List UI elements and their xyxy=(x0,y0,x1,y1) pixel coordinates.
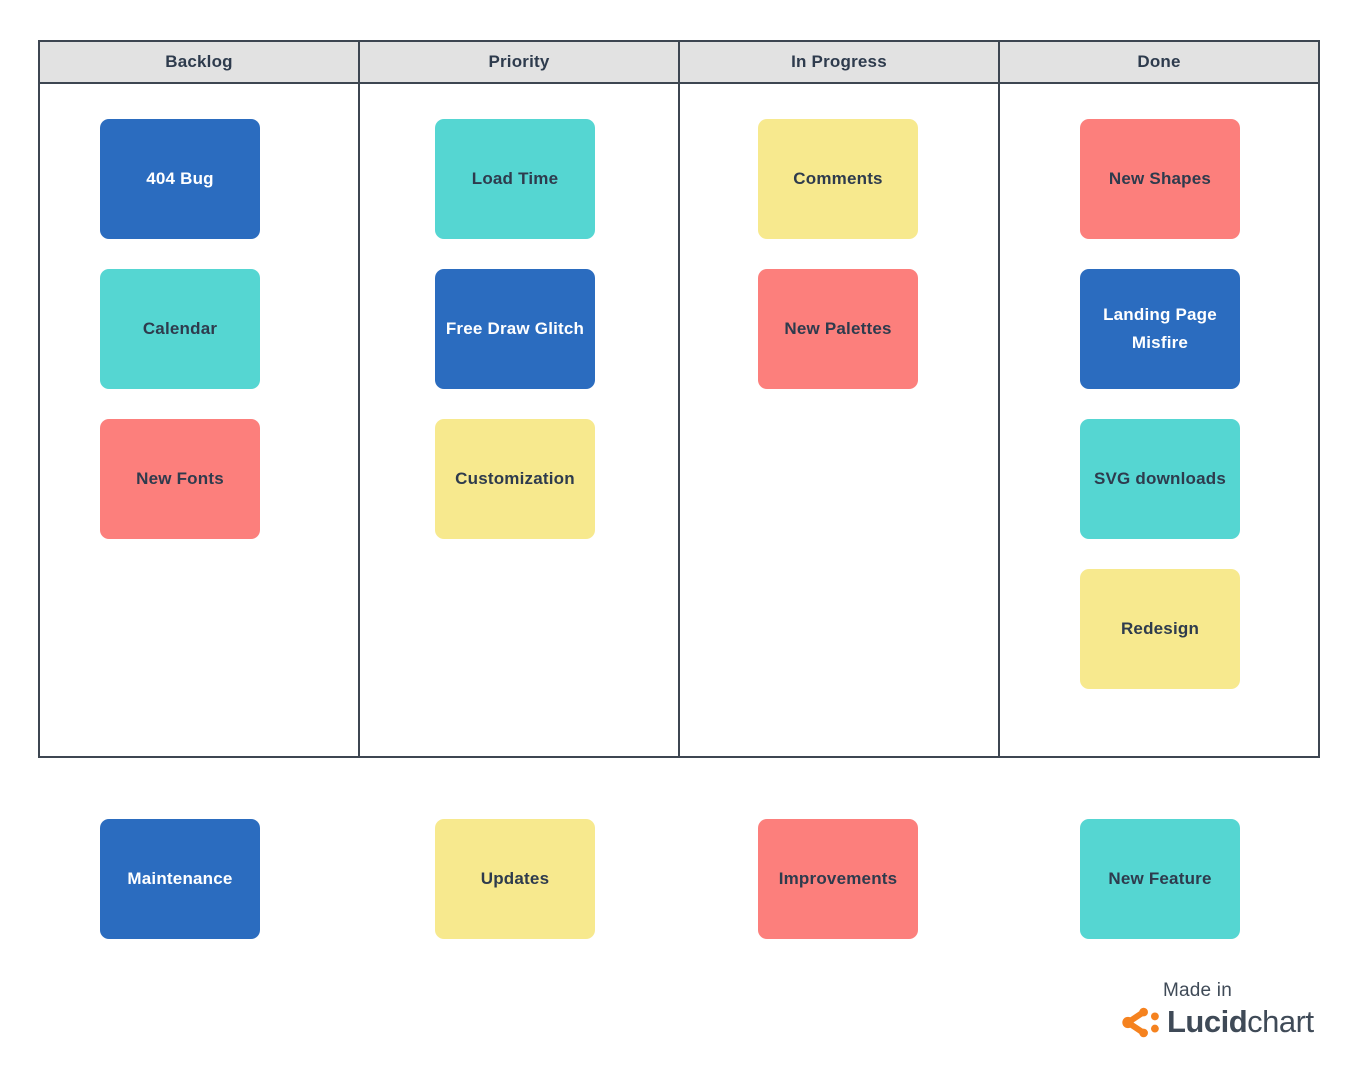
brand-bold-part: Lucid xyxy=(1167,1004,1248,1039)
column-header-priority: Priority xyxy=(358,42,678,82)
card-label: Redesign xyxy=(1120,618,1200,638)
card-updates[interactable]: Updates xyxy=(435,819,595,939)
lucidchart-brand-row: Lucidchart xyxy=(1121,1004,1331,1040)
card-load-time[interactable]: Load Time xyxy=(435,119,595,239)
lucidchart-attribution: Made in Lucidchart xyxy=(1121,980,1331,1040)
card-free-draw-glitch[interactable]: Free Draw Glitch xyxy=(435,269,595,389)
card-landing-page-misfire[interactable]: Landing Page Misfire xyxy=(1080,269,1240,389)
card-new-shapes[interactable]: New Shapes xyxy=(1080,119,1240,239)
card-new-fonts[interactable]: New Fonts xyxy=(100,419,260,539)
column-body-priority xyxy=(358,84,678,758)
card-svg-downloads[interactable]: SVG downloads xyxy=(1080,419,1240,539)
card-label: New Shapes xyxy=(1108,168,1212,188)
column-header-backlog: Backlog xyxy=(165,52,233,71)
card-label: Customization xyxy=(455,468,575,488)
card-404-bug[interactable]: 404 Bug xyxy=(100,119,260,239)
made-in-label: Made in xyxy=(1163,980,1232,1001)
card-label: Improvements xyxy=(778,868,898,888)
card-label: Calendar xyxy=(142,318,218,338)
card-customization[interactable]: Customization xyxy=(435,419,595,539)
card-label: New Fonts xyxy=(136,468,224,488)
brand-light-part: chart xyxy=(1247,1004,1314,1039)
card-label: Updates xyxy=(480,868,550,888)
card-new-feature[interactable]: New Feature xyxy=(1080,819,1240,939)
card-label: Free Draw Glitch xyxy=(445,318,585,338)
card-new-palettes[interactable]: New Palettes xyxy=(758,269,918,389)
card-label: SVG downloads xyxy=(1093,468,1226,488)
card-label: Landing Page Misfire xyxy=(1103,304,1217,352)
board-body xyxy=(40,84,1318,758)
column-body-in-progress xyxy=(678,84,998,758)
column-header-done: Done xyxy=(998,42,1318,82)
column-body-done xyxy=(998,84,1318,758)
card-label: Comments xyxy=(793,168,883,188)
card-label: Maintenance xyxy=(127,868,233,888)
card-improvements[interactable]: Improvements xyxy=(758,819,918,939)
column-header-in-progress: In Progress xyxy=(678,42,998,82)
card-comments[interactable]: Comments xyxy=(758,119,918,239)
card-calendar[interactable]: Calendar xyxy=(100,269,260,389)
card-label: 404 Bug xyxy=(146,168,214,188)
card-maintenance[interactable]: Maintenance xyxy=(100,819,260,939)
card-label: Load Time xyxy=(471,168,559,188)
lucidchart-logo-icon xyxy=(1122,1007,1159,1037)
card-label: New Palettes xyxy=(784,318,892,338)
lucidchart-wordmark: Lucidchart xyxy=(1167,1004,1314,1040)
card-redesign[interactable]: Redesign xyxy=(1080,569,1240,689)
card-label: New Feature xyxy=(1108,868,1212,888)
